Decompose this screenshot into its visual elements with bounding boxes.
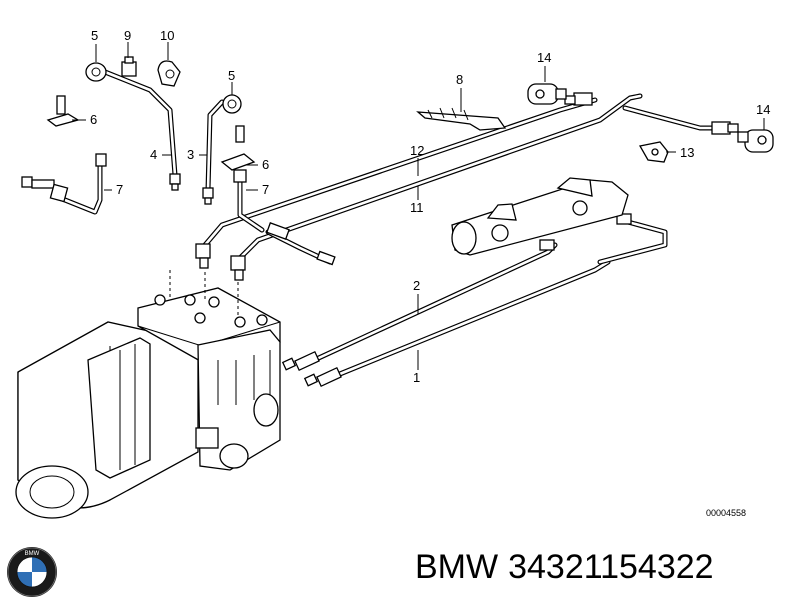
callout-12: 12 (410, 143, 424, 158)
callout-6-right: 6 (262, 157, 269, 172)
part-number: 34321154322 (508, 548, 714, 586)
callout-8: 8 (456, 72, 463, 87)
rear-brake-connectors (527, 83, 774, 163)
brake-pipes (57, 67, 723, 381)
part-callouts: 5 9 10 6 4 7 5 3 6 7 8 14 14 13 12 11 2 … (90, 28, 770, 385)
abs-hydraulic-unit (15, 270, 281, 519)
callout-9: 9 (124, 28, 131, 43)
callout-6-left: 6 (90, 112, 97, 127)
callout-14-right: 14 (756, 102, 770, 117)
pipe-fittings (21, 92, 739, 388)
callout-3: 3 (187, 147, 194, 162)
callout-2: 2 (413, 278, 420, 293)
brand-name: BMW (415, 548, 499, 586)
drawing-number: 00004558 (706, 508, 746, 518)
callout-1: 1 (413, 370, 420, 385)
callout-5-left: 5 (91, 28, 98, 43)
callout-5-right: 5 (228, 68, 235, 83)
callout-13: 13 (680, 145, 694, 160)
callout-10: 10 (160, 28, 174, 43)
callout-4: 4 (150, 147, 157, 162)
callout-11: 11 (410, 200, 424, 215)
callout-14-left: 14 (537, 50, 551, 65)
callout-leader-lines (72, 42, 765, 370)
callout-7-right: 7 (262, 182, 269, 197)
svg-text:BMW: BMW (25, 551, 40, 557)
callout-7-left: 7 (116, 182, 123, 197)
bmw-roundel-logo: BMW (7, 547, 57, 597)
clips-and-grommets (46, 56, 256, 171)
brake-master-cylinder (451, 177, 629, 256)
part-8-pipe-clip-strip (416, 107, 507, 131)
